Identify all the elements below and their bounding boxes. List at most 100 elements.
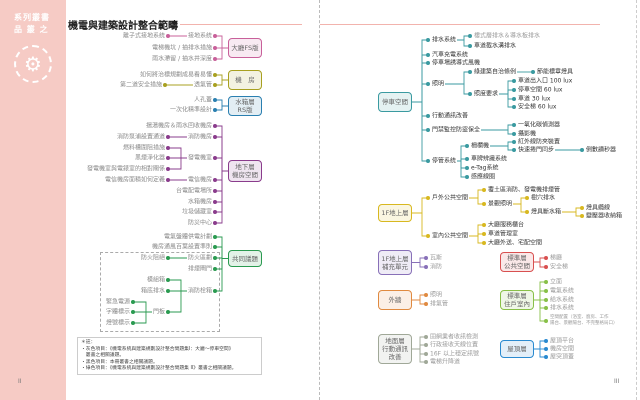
node-dot [213, 34, 217, 38]
connector-line [215, 79, 228, 86]
node-dot [163, 83, 167, 87]
connector-line [215, 236, 228, 259]
page-number-left: II [18, 378, 22, 385]
node-dot [482, 202, 486, 206]
node-dot [580, 214, 584, 218]
connector-line [168, 157, 187, 170]
branch-item: 排水系統 [432, 36, 457, 44]
node-dot [580, 206, 584, 210]
node-dot [465, 157, 469, 161]
connector-line [534, 348, 546, 358]
node-dot [512, 105, 516, 109]
branch-item: 停管系統 [432, 157, 457, 165]
branch-item: 燈具斷水箱 [531, 208, 562, 216]
branch-item: 16F 以上穩定訊號 [430, 350, 479, 358]
connector-line [215, 35, 228, 49]
branch-item: 屋突頂蓋 [550, 353, 575, 361]
node-dot [482, 241, 486, 245]
topic-node: 1F地上層 [378, 204, 412, 222]
connector-line [481, 124, 514, 131]
connector-line [490, 145, 514, 151]
node-dot [544, 347, 548, 351]
branch-item: 樹穴排水 [531, 194, 556, 202]
node-dot [213, 83, 217, 87]
fire-hydrant-group-frame [100, 252, 220, 332]
connector-line [481, 129, 514, 135]
branch-item: 電梯機坑 / 抽排水措施 [152, 44, 212, 52]
node-dot [424, 360, 428, 364]
branch-item: 防火阻絕 [140, 254, 165, 262]
node-dot [580, 148, 584, 152]
branch-item: 攝影機 [518, 130, 537, 138]
branch-item: 透氣管 [193, 81, 212, 89]
branch-item: 照明 [432, 80, 445, 88]
node-dot [468, 34, 472, 38]
node-dot [166, 278, 170, 282]
branch-item: 消防機房 [187, 133, 212, 141]
branch-item: 人孔蓋 [193, 96, 212, 104]
branch-item: 瓦斯 [430, 254, 443, 262]
branch-item: e-Tag系統 [471, 164, 499, 172]
node-dot [544, 306, 548, 310]
note-line: ＊註： [81, 340, 96, 345]
node-dot [482, 232, 486, 236]
node-dot [426, 234, 430, 238]
node-dot [468, 92, 472, 96]
node-dot [465, 175, 469, 179]
branch-item: 燈具纜線 [586, 204, 611, 212]
node-dot [424, 256, 428, 260]
node-dot [213, 46, 217, 50]
branch-item: 倒數讀秒器 [586, 146, 617, 154]
connector-line [215, 157, 228, 172]
connector-line [215, 258, 228, 270]
node-dot [544, 289, 548, 293]
node-dot [166, 135, 170, 139]
node-dot [213, 235, 217, 239]
node-dot [213, 221, 217, 225]
branch-item: 行動通訊改善 [432, 112, 469, 120]
node-dot [512, 88, 516, 92]
branch-item: 大廳外送、宅配空間 [488, 239, 543, 247]
node-dot [544, 355, 548, 359]
node-dot [213, 108, 217, 112]
branch-item: 機房空間 [550, 345, 575, 353]
node-dot [482, 223, 486, 227]
branch-item: 防災中心 [187, 219, 212, 227]
connector-line [215, 105, 228, 111]
node-dot [166, 310, 170, 314]
series-label: 系列叢書 [14, 13, 50, 22]
branch-item: 節能標章燈具 [537, 68, 574, 76]
branch-item: 室內公共空間 [432, 232, 469, 240]
node-dot [426, 128, 430, 132]
node-dot [512, 140, 516, 144]
node-dot [426, 159, 430, 163]
node-dot [468, 70, 472, 74]
branch-item: 雨水滯留 / 抽水井深度 [152, 55, 212, 63]
node-dot [213, 200, 217, 204]
node-dot [424, 293, 428, 297]
branch-item: 電信機房 [187, 176, 212, 184]
connector-line [412, 101, 428, 162]
branch-item: 門禁監控防盜保全 [432, 126, 481, 134]
node-dot [424, 302, 428, 306]
node-dot [213, 256, 217, 260]
connector-line [215, 74, 228, 81]
node-dot [525, 196, 529, 200]
connector-line [215, 136, 228, 172]
page-number-right: III [614, 378, 620, 385]
node-dot [213, 189, 217, 193]
node-dot [512, 97, 516, 101]
node-dot [166, 34, 170, 38]
branch-item: 電信機房面積如何定義 [104, 176, 165, 184]
connector-line [490, 141, 514, 147]
branch-item: 一次化精準設計 [169, 106, 212, 114]
branch-item: 水箱機房 [187, 198, 212, 206]
node-dot [426, 38, 430, 42]
title-rule [180, 24, 302, 25]
topic-node: 標準層 住戶室內 [500, 290, 534, 310]
connector-line [412, 197, 428, 214]
node-dot [531, 70, 535, 74]
connector-line [534, 261, 546, 268]
branch-item: 給水系統 [550, 296, 575, 304]
branch-item: 柵欄機 [471, 142, 490, 150]
